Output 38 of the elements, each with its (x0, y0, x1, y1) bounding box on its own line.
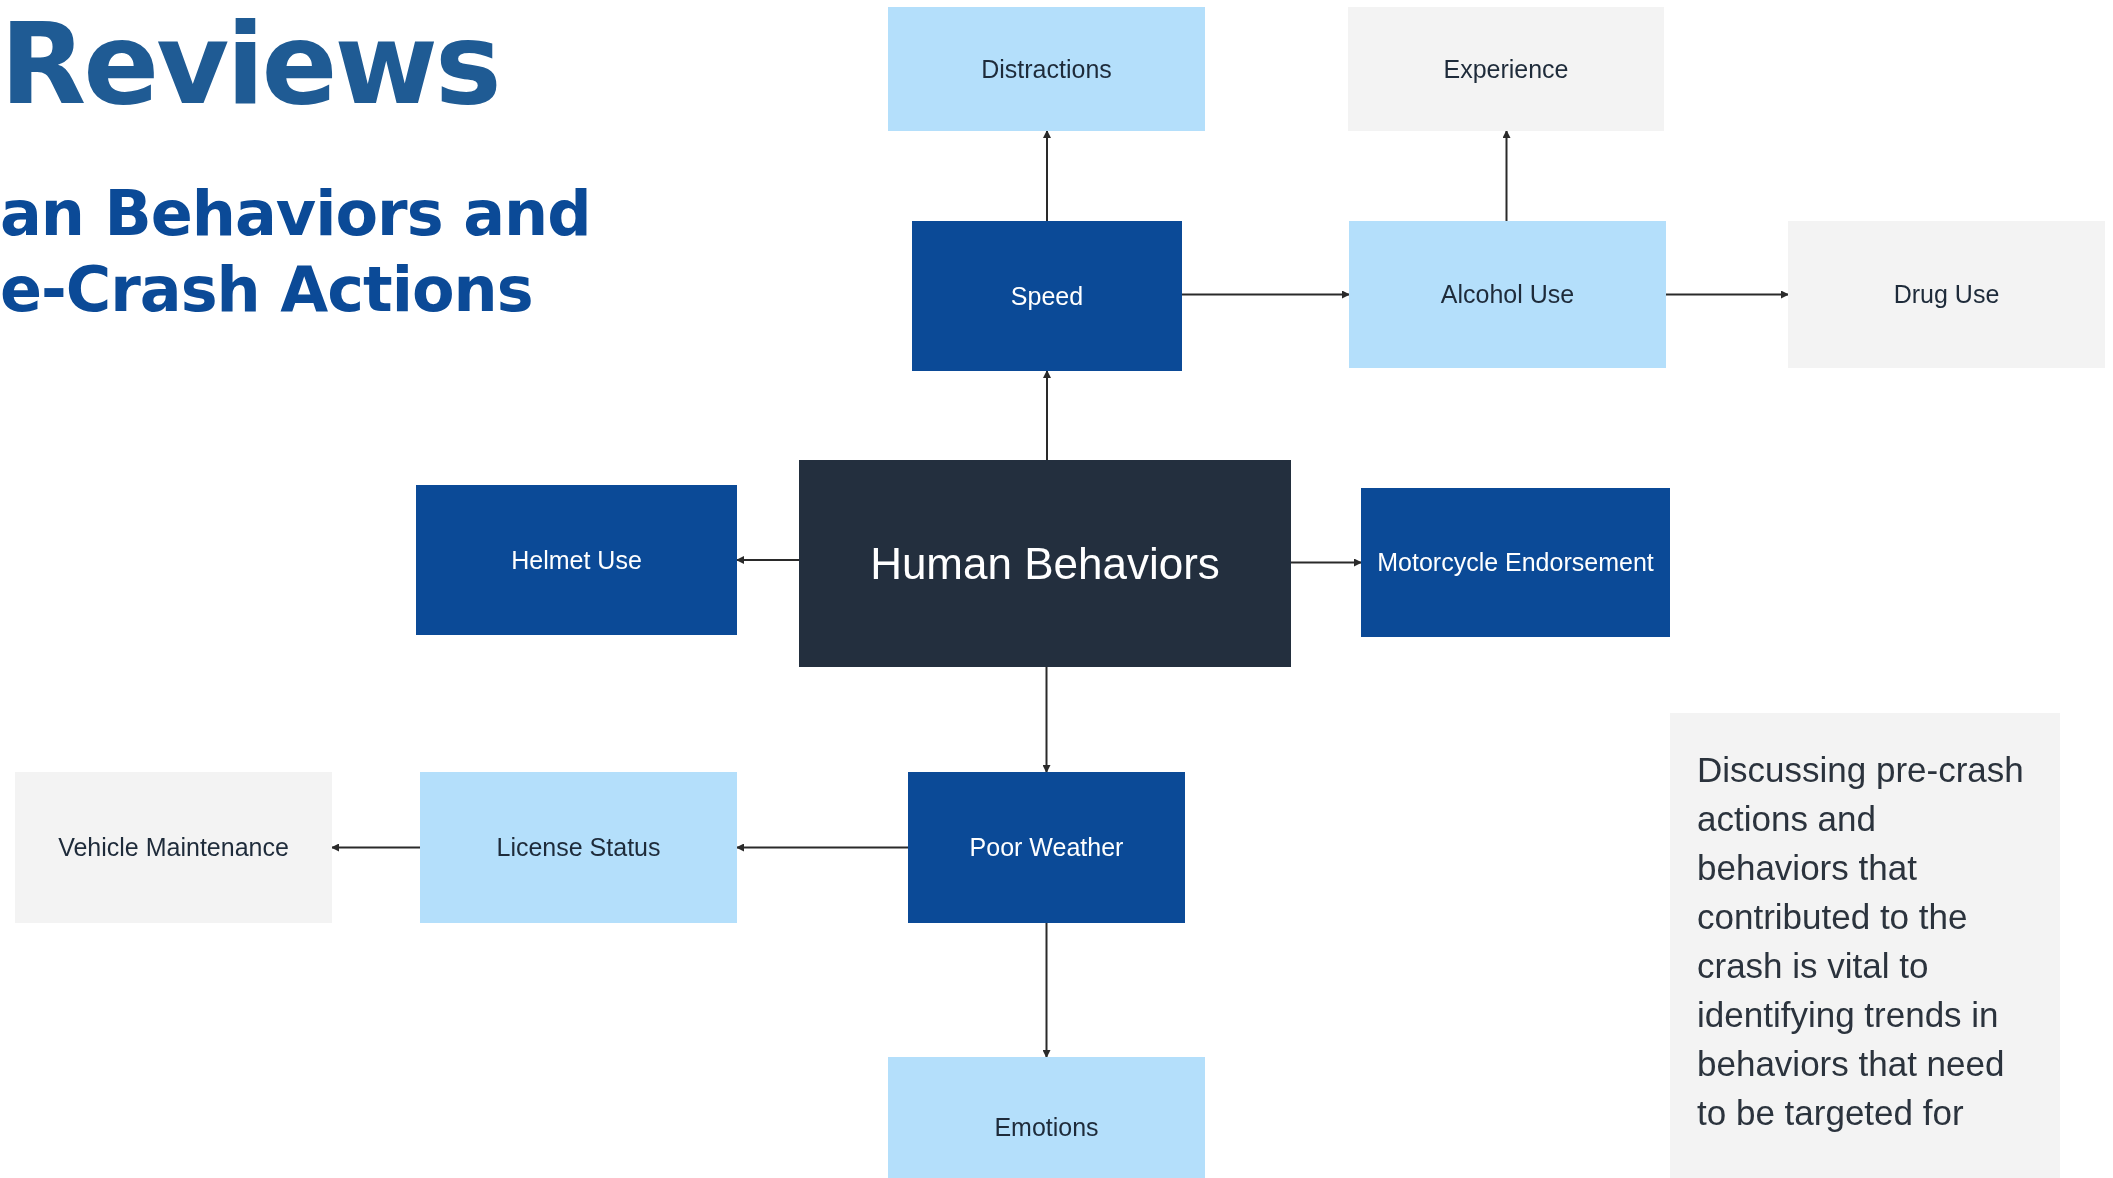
arrow (736, 556, 800, 564)
box-label: Emotions (994, 1111, 1099, 1143)
process-box (1361, 488, 1670, 637)
process-box (888, 7, 1205, 131)
box-label: Human Behaviors (870, 537, 1220, 590)
arrow (1665, 290, 1789, 299)
arrow (1042, 922, 1051, 1058)
process-box (1348, 7, 1664, 131)
box-label: Experience (1443, 53, 1569, 85)
box-label: Poor Weather (969, 832, 1124, 864)
box-label: Motorcycle Endorsement (1377, 547, 1654, 579)
arrow (736, 843, 909, 852)
box-label: Alcohol Use (1440, 279, 1575, 311)
arrow (1502, 130, 1511, 222)
box-label: License Status (496, 832, 661, 864)
process-box (908, 772, 1185, 923)
process-box (1349, 221, 1666, 368)
box-label: Distractions (981, 53, 1112, 85)
process-box (416, 485, 737, 635)
process-box (1788, 221, 2105, 368)
box-label: Drug Use (1893, 279, 2000, 311)
central-box (799, 460, 1291, 667)
arrow (1181, 290, 1350, 299)
arrow (1043, 130, 1051, 222)
process-box (912, 221, 1182, 371)
arrow (1290, 558, 1362, 567)
process-box (888, 1057, 1205, 1178)
box-label: Vehicle Maintenance (58, 832, 289, 864)
arrow (1042, 666, 1051, 773)
process-box (420, 772, 737, 923)
process-box (15, 772, 332, 923)
arrow (1043, 370, 1051, 461)
subtitle: an Behaviors and e-Crash Actions (0, 176, 592, 328)
title: Reviews (0, 8, 499, 120)
note-text: Discussing pre-crash actions and behaviors that contributed to the crash is vital to identifying trends in behaviors that need to be targeted for (1697, 749, 2025, 1134)
box-label: Speed (1010, 280, 1084, 312)
arrow (331, 843, 421, 852)
box-label: Helmet Use (511, 544, 642, 576)
